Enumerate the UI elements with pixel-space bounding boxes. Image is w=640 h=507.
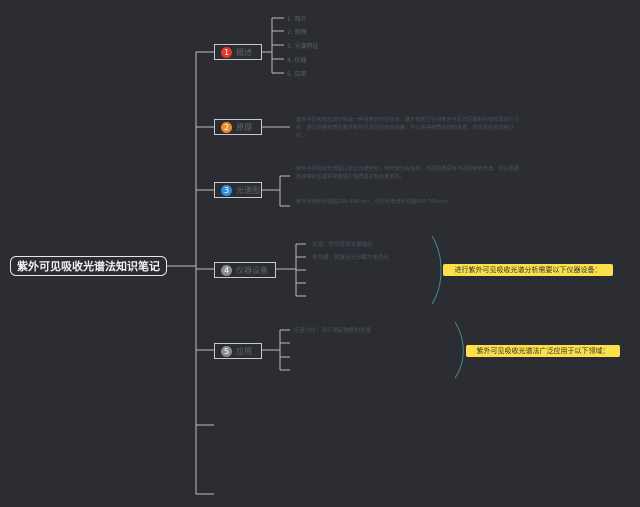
overview-item[interactable]: 4. 仪器 xyxy=(287,57,307,64)
principle-text[interactable]: 紫外可见吸收光谱分析是一种常用的分析技术，基于物质分子对紫外可见光区辐射的吸收而… xyxy=(296,117,520,139)
overview-item[interactable]: 3. 光谱特征 xyxy=(287,43,319,50)
overview-item[interactable]: 1. 简介 xyxy=(287,16,307,23)
topic-label: 原理 xyxy=(236,122,252,132)
topic-principle[interactable]: 2 原理 xyxy=(214,119,262,135)
root-node[interactable]: 紫外可见吸收光谱法知识笔记 xyxy=(10,256,167,276)
instrument-note[interactable]: 进行紫外可见吸收光谱分析需要以下仪器设备： xyxy=(443,264,613,276)
topic-label: 光谱图 xyxy=(236,185,260,195)
topic-number-badge: 5 xyxy=(221,345,232,357)
topic-number-badge: 2 xyxy=(221,121,232,133)
spectrum-text[interactable]: 紫外可见吸收光谱图以波长为横坐标，吸光度为纵坐标。不同物质具有不同的吸收光谱，可… xyxy=(296,166,520,180)
instrument-item[interactable]: 单色器：将复合光分解为单色光 xyxy=(312,255,390,261)
instrument-item[interactable]: 光源：提供连续光谱辐射 xyxy=(312,242,373,248)
overview-item[interactable]: 5. 应用 xyxy=(287,71,307,78)
spectrum-range-text[interactable]: 紫外光谱波长范围200-400 nm，可见光谱波长范围400-760 nm。 xyxy=(296,199,453,205)
overview-item[interactable]: 2. 原理 xyxy=(287,29,307,36)
topic-instruments[interactable]: 4 仪器设备 xyxy=(214,262,276,278)
topic-number-badge: 4 xyxy=(221,264,232,276)
topic-spectrum[interactable]: 3 光谱图 xyxy=(214,182,262,198)
topic-label: 应用 xyxy=(236,346,252,356)
topic-number-badge: 3 xyxy=(221,184,232,196)
application-note[interactable]: 紫外可见吸收光谱法广泛应用于以下领域： xyxy=(466,345,620,357)
topic-number-badge: 1 xyxy=(221,46,232,58)
topic-label: 仪器设备 xyxy=(236,265,268,275)
topic-label: 概述 xyxy=(236,47,252,57)
application-item[interactable]: 定量分析：用于测定物质的含量 xyxy=(294,328,372,334)
topic-applications[interactable]: 5 应用 xyxy=(214,343,262,359)
topic-overview[interactable]: 1 概述 xyxy=(214,44,262,60)
